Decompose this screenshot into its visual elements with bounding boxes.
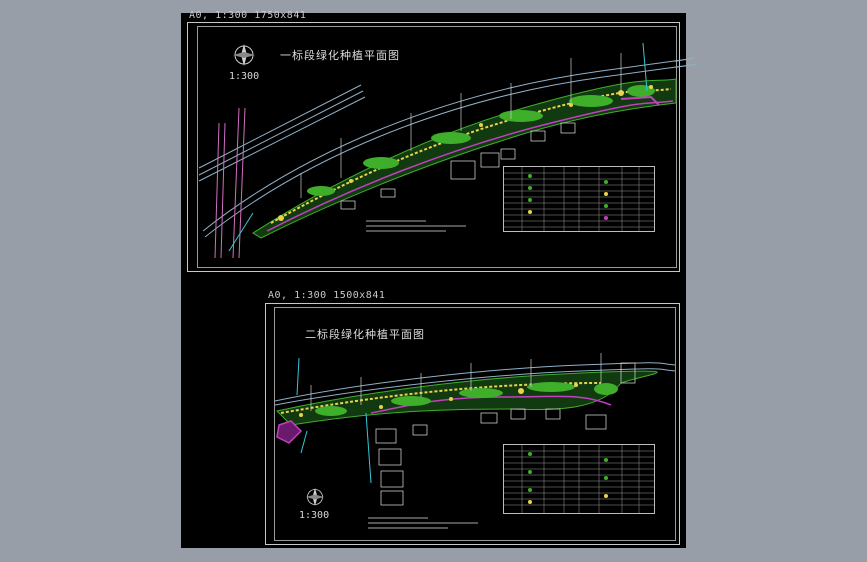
sheet-1-planting-plan xyxy=(198,42,696,259)
sheet-2-scale: 1:300 xyxy=(299,510,330,521)
sheet-1-frame xyxy=(187,22,680,272)
sheet-2-label: A0, 1:300 1500x841 xyxy=(268,290,386,301)
sheet-1-title: 一标段绿化种植平面图 xyxy=(280,49,400,62)
north-compass-icon xyxy=(232,43,256,71)
sheet-1-plant-table xyxy=(503,166,655,232)
north-compass-icon xyxy=(305,487,325,511)
sheet-2-inner-frame xyxy=(274,307,676,541)
sheet-1-label: A0, 1:300 1750x841 xyxy=(189,10,307,21)
sheet-1-notes xyxy=(366,220,466,232)
drawing-canvas[interactable]: A0, 1:300 1750x841 一标段绿化种植平面图 1:300 xyxy=(181,10,696,548)
sheet-1-scale: 1:300 xyxy=(229,71,260,82)
sheet-2-planting-plan xyxy=(274,353,676,506)
sheet-2-title: 二标段绿化种植平面图 xyxy=(305,328,425,341)
sheet-1-inner-frame xyxy=(197,26,677,268)
sheet-2-frame xyxy=(265,303,680,545)
sheet-2-notes xyxy=(368,517,478,529)
sheet-2-plant-table xyxy=(503,444,655,514)
